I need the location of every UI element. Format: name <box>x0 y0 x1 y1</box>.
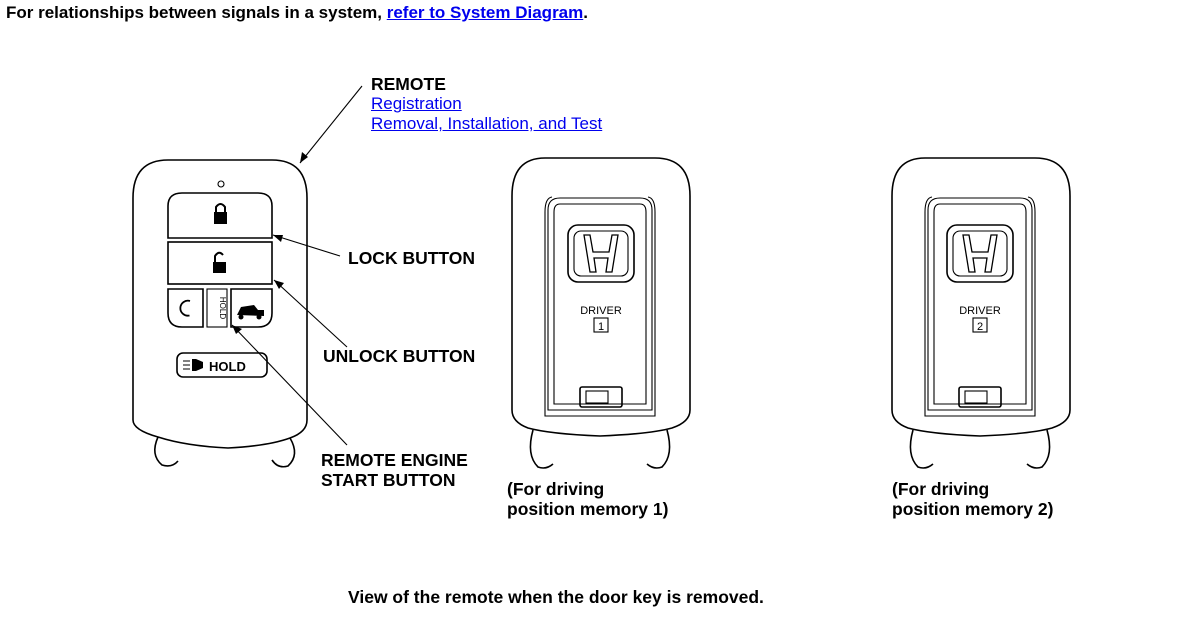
unlock-button[interactable] <box>167 241 273 285</box>
light-icon <box>183 359 203 371</box>
unlock-icon <box>213 251 226 273</box>
driver-number-box-1 <box>593 317 609 333</box>
lock-button-label: LOCK BUTTON <box>348 248 476 268</box>
honda-logo-icon <box>946 224 1014 283</box>
remote-label: REMOTE Registration Removal, Installatio… <box>371 74 602 134</box>
tailgate-button[interactable] <box>230 288 273 328</box>
driver-label-2: DRIVER <box>959 305 1001 317</box>
key-driver-2: DRIVER 2 <box>891 157 1071 469</box>
engine-start-icon <box>179 299 191 317</box>
hold-vertical-label: HOLD <box>218 297 227 319</box>
remote-title: REMOTE <box>371 74 446 94</box>
lock-icon <box>214 203 227 224</box>
driver-number-2: 2 <box>977 321 983 333</box>
intro-suffix: . <box>583 3 588 22</box>
key-release-slot-2 <box>958 386 1002 408</box>
key-caption-2: (For driving position memory 2) <box>892 479 1053 519</box>
remote-engine-start-label: REMOTE ENGINE START BUTTON <box>321 450 468 490</box>
remote-engine-start-line2: START BUTTON <box>321 470 456 490</box>
key-release-slot-1 <box>579 386 623 408</box>
hold-button-label: HOLD <box>209 359 246 374</box>
driver-number-box-2 <box>972 317 988 333</box>
driver-label-1: DRIVER <box>580 305 622 317</box>
key-caption-2-line2: position memory 2) <box>892 499 1054 519</box>
remote-engine-start-button[interactable] <box>167 288 204 328</box>
intro-text: For relationships between signals in a s… <box>6 3 588 23</box>
intro-sentence: For relationships between signals in a s… <box>6 3 387 22</box>
removal-installation-test-link[interactable]: Removal, Installation, and Test <box>371 114 603 133</box>
leader-lines <box>231 85 363 446</box>
hold-strip <box>206 288 228 328</box>
key-caption-1: (For driving position memory 1) <box>507 479 668 519</box>
registration-link[interactable]: Registration <box>371 94 462 113</box>
system-diagram-link[interactable]: refer to System Diagram <box>386 3 584 22</box>
key-driver-1: DRIVER 1 <box>511 157 691 469</box>
key-caption-2-line1: (For driving <box>892 479 990 499</box>
remote-engine-start-line1: REMOTE ENGINE <box>321 450 468 470</box>
panic-hold-button[interactable]: HOLD <box>176 352 268 378</box>
remote-fob: HOLD HOLD <box>132 159 308 468</box>
key-caption-1-line1: (For driving <box>507 479 605 499</box>
unlock-button-label: UNLOCK BUTTON <box>323 346 476 366</box>
footer-caption: View of the remote when the door key is … <box>348 587 764 607</box>
honda-logo-icon <box>567 224 635 283</box>
key-caption-1-line2: position memory 1) <box>507 499 669 519</box>
driver-number-1: 1 <box>598 321 604 333</box>
tailgate-icon <box>237 305 264 316</box>
lock-button[interactable] <box>167 192 273 239</box>
